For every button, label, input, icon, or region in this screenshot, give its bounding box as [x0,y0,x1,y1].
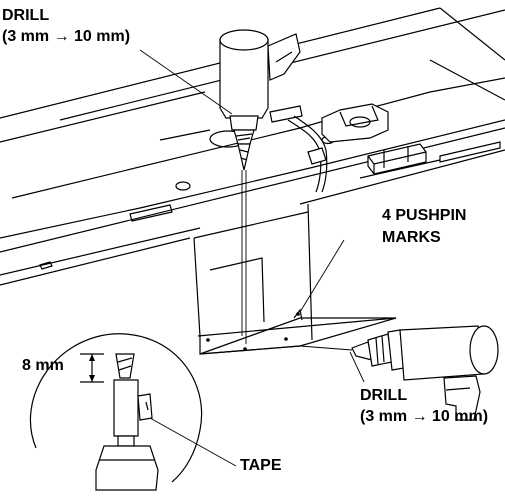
drill-vertical [219,29,301,344]
label-pushpin-1: 4 PUSHPIN [382,207,467,224]
label-tape: TAPE [240,457,282,474]
label-pushpin-2: MARKS [382,229,441,246]
clamp-bracket [269,103,427,193]
detail-circle [29,333,237,491]
rear-panel [193,203,397,355]
label-drill-top-1: DRILL [2,7,50,24]
leader-lines [139,49,365,383]
label-drill-side-2: (3 mm → 10 mm) [360,408,489,425]
label-drill-side-1: DRILL [360,387,408,404]
label-depth: 8 mm [22,357,64,374]
label-drill-top-2: (3 mm → 10 mm) [2,28,131,45]
drill-horizontal [299,325,499,421]
